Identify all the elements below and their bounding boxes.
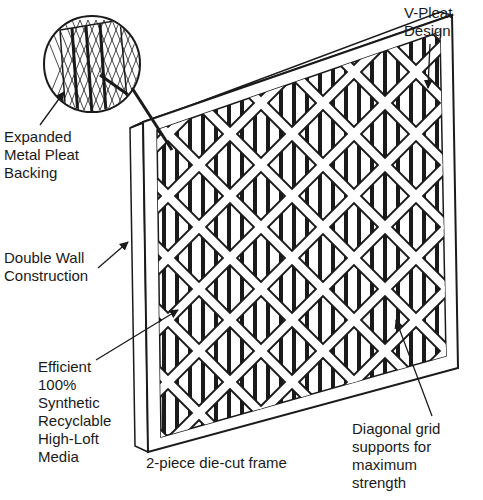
grid-bar <box>298 0 483 500</box>
pleat <box>448 0 452 500</box>
grid-bar <box>0 0 178 500</box>
feature-label: Efficient 100% Synthetic Recyclable High… <box>38 358 122 466</box>
leader-lines <box>40 44 432 416</box>
grid-bar <box>468 0 483 500</box>
grid-bar <box>158 0 483 500</box>
inset-pointer <box>132 88 172 150</box>
feature-label: Diagonal grid supports for maximum stren… <box>352 420 474 492</box>
pleat <box>318 0 322 500</box>
grid-bar <box>282 0 483 500</box>
pleat <box>266 0 270 500</box>
grid-bar <box>468 0 483 500</box>
feature-label: Expanded Metal Pleat Backing <box>4 128 108 182</box>
grid-bar <box>0 0 240 500</box>
feature-label: Double Wall Construction <box>4 249 100 285</box>
grid-bar <box>50 0 483 500</box>
grid-bar <box>174 0 483 500</box>
inset-pleat <box>40 20 184 120</box>
grid-bar <box>0 0 162 500</box>
feature-label: V-Pleat Design <box>404 4 474 40</box>
grid-bar <box>0 0 162 500</box>
grid-bar <box>298 0 483 500</box>
grid-bar <box>158 0 483 500</box>
grid-bar <box>0 0 178 500</box>
grid-bar <box>0 0 240 500</box>
grid-bar <box>236 0 483 500</box>
feature-label: 2-piece die-cut frame <box>146 454 306 472</box>
grid-bar <box>0 0 302 500</box>
grid-bar <box>0 0 302 500</box>
pleat <box>253 0 257 500</box>
pleat <box>331 0 335 500</box>
grid-bar <box>282 0 483 500</box>
